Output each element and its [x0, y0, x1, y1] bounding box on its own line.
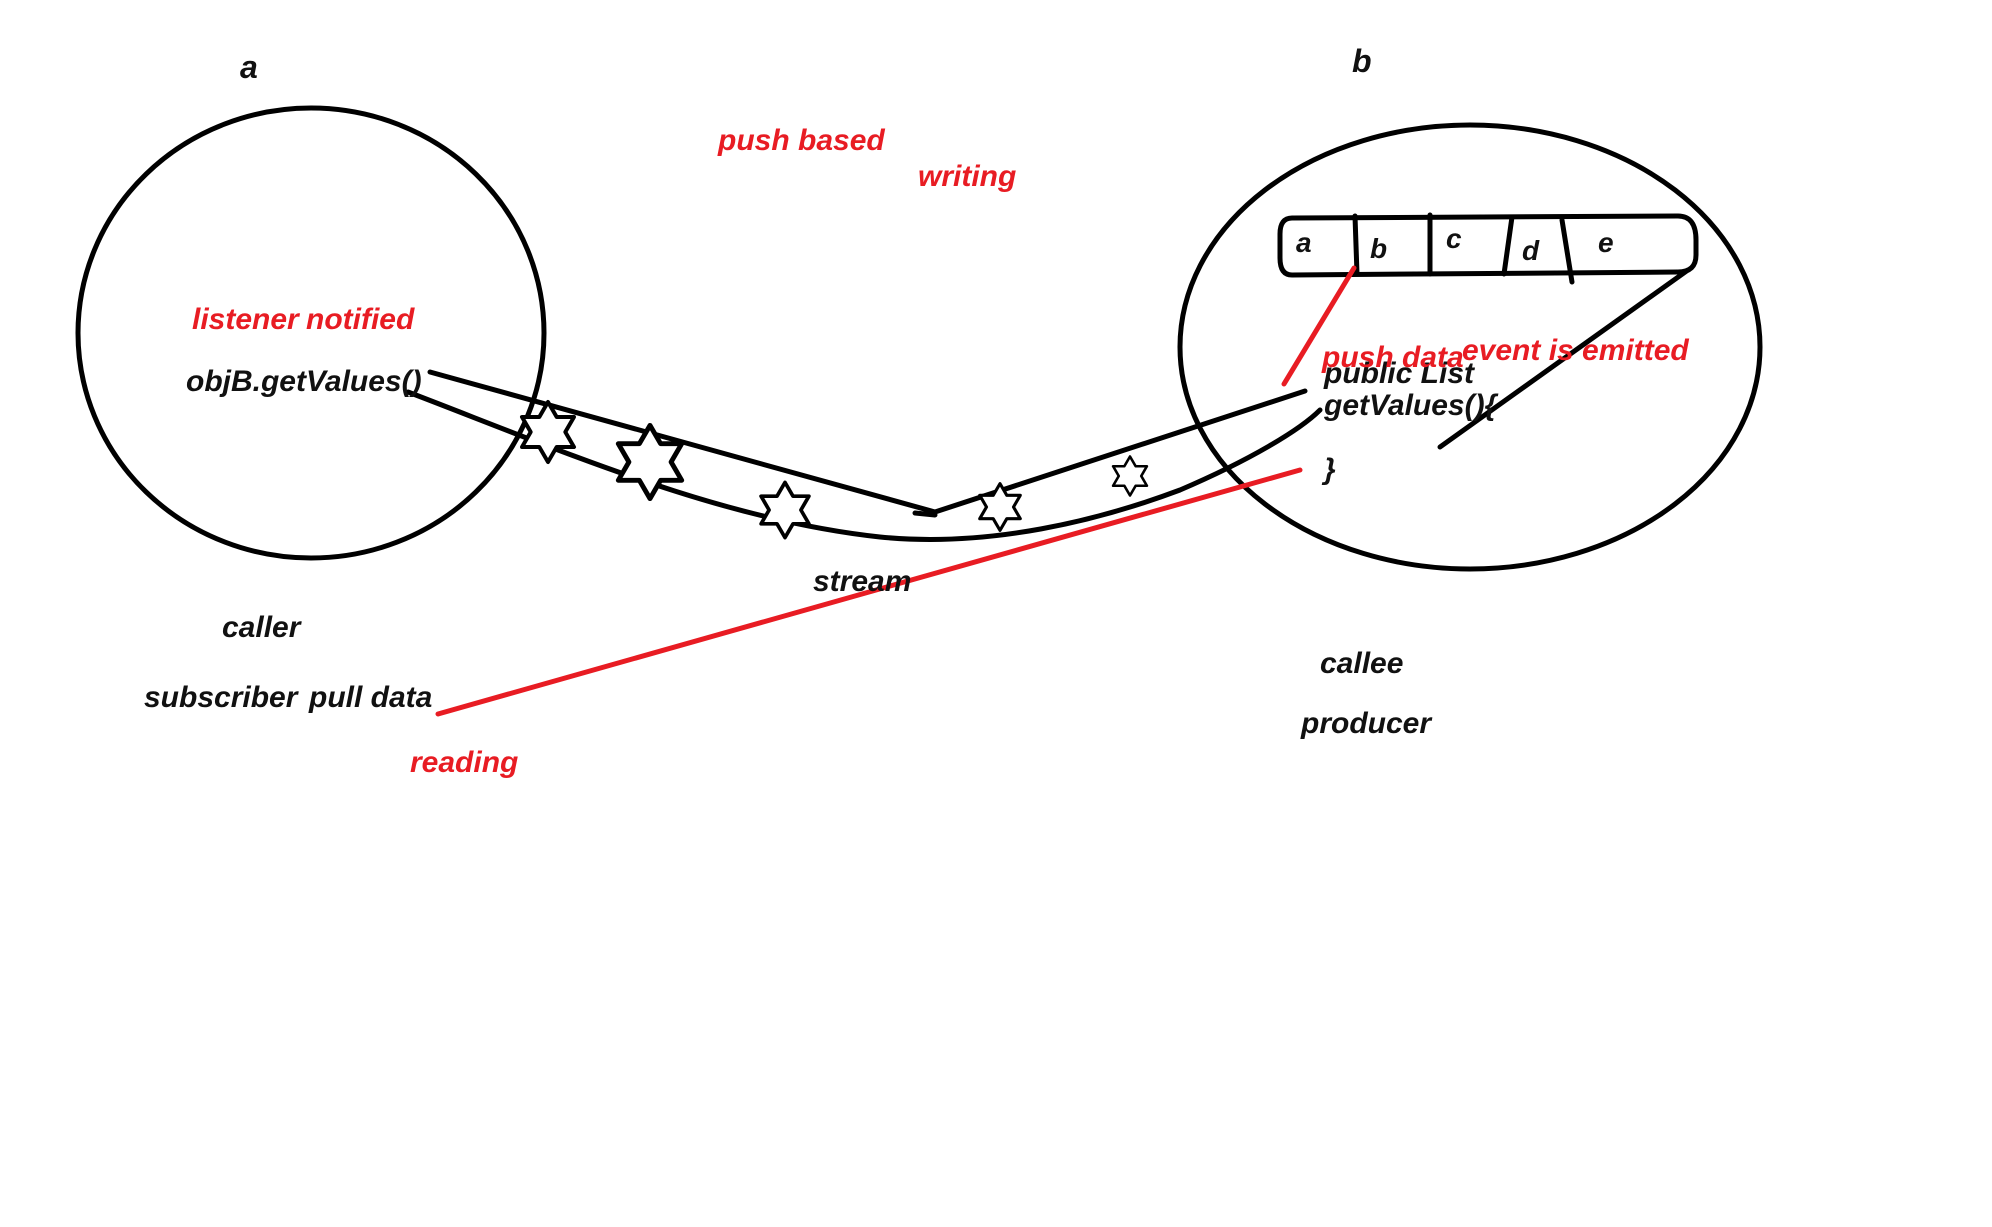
push-data-label: push data — [1321, 341, 1464, 374]
buffer-cell-b: b — [1370, 233, 1387, 264]
reading-line — [435, 467, 1303, 717]
star-of-david-icon — [759, 480, 811, 540]
star-of-david-icon — [1111, 455, 1149, 497]
code-close-brace: } — [1321, 453, 1336, 486]
buffer-divider — [1559, 217, 1575, 285]
buffer-cell-e: e — [1598, 227, 1614, 258]
push-data-arrow — [1281, 265, 1357, 387]
code-line-2: getValues(){ — [1323, 389, 1499, 422]
buffer-outline — [1277, 213, 1699, 278]
reading-label: reading — [410, 746, 518, 779]
circle-a — [75, 105, 547, 561]
subscriber-label: subscriber — [144, 681, 300, 714]
method-call-label: objB.getValues() — [186, 365, 422, 398]
pull-data-label: pull data — [308, 681, 432, 714]
buffer-divider — [1501, 214, 1515, 277]
buffer-divider — [1352, 213, 1360, 277]
producer-label: producer — [1300, 707, 1433, 740]
buffer-cell-c: c — [1446, 223, 1462, 254]
code-line-1: public List — [1323, 357, 1476, 390]
push-based-label: push based — [717, 124, 885, 157]
star-of-david-icon — [978, 482, 1022, 532]
callee-label: callee — [1320, 647, 1403, 680]
buffer-cell-d: d — [1522, 235, 1540, 266]
caller-label: caller — [222, 611, 303, 644]
stream-pipe-upper — [427, 369, 1308, 515]
circle-a-title: a — [240, 49, 258, 85]
buffer-cell-a: a — [1296, 227, 1312, 258]
emit-line — [1437, 267, 1691, 450]
stream-pipe-notch — [912, 510, 938, 518]
writing-label: writing — [918, 160, 1016, 193]
stream-pipe-lower — [405, 389, 1323, 542]
listener-label: listener — [192, 303, 301, 336]
event-emitted-label: event is emitted — [1462, 334, 1689, 367]
notified-label: notified — [306, 303, 415, 336]
circle-b-title: b — [1352, 43, 1372, 79]
circle-b — [1177, 122, 1763, 572]
stream-label: stream — [813, 565, 911, 598]
